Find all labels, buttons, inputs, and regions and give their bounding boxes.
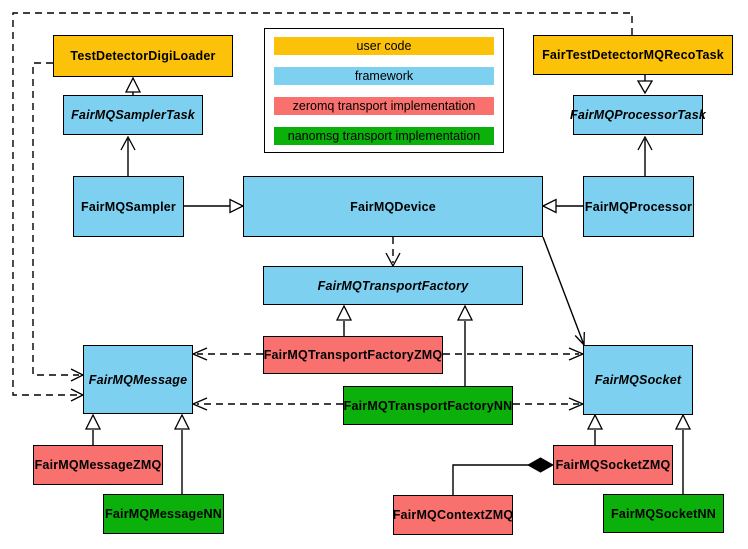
node-fairmqdevice: FairMQDevice	[243, 176, 543, 237]
node-fairmqsamplertask: FairMQSamplerTask	[63, 95, 203, 135]
node-fairtestdetectormqrecotask: FairTestDetectorMQRecoTask	[533, 35, 733, 75]
edge-contextzmq-socketzmq-composition	[452, 457, 555, 495]
edge-messagezmq-message-generalization	[84, 413, 102, 445]
edge-device-socket-association	[542, 236, 585, 347]
legend-item-nanomsg-transport: nanomsg transport implementation	[274, 127, 494, 145]
node-fairmqsampler: FairMQSampler	[73, 176, 184, 237]
edge-transportfactoryzmq-message-dependency	[191, 347, 263, 361]
node-fairmqsocket: FairMQSocket	[583, 345, 693, 415]
edge-messagenn-message-generalization	[173, 413, 191, 494]
edge-samplertask-digiloader-generalization	[124, 76, 142, 95]
edge-processor-device-generalization	[541, 198, 583, 214]
edge-transportfactoryzmq-socket-dependency	[443, 347, 585, 361]
legend-item-user-code: user code	[274, 37, 494, 55]
node-fairmqprocessortask: FairMQProcessorTask	[570, 95, 706, 135]
node-fairmqtransportfactory: FairMQTransportFactory	[263, 266, 523, 305]
node-testdetectordigiloader: TestDetectorDigiLoader	[53, 35, 233, 77]
legend-item-framework: framework	[274, 67, 494, 85]
node-fairmqmessagezmq: FairMQMessageZMQ	[33, 445, 163, 485]
edge-socketzmq-socket-generalization	[586, 413, 604, 445]
legend-item-zeromq-transport: zeromq transport implementation	[274, 97, 494, 115]
edge-sampler-samplertask-arrow	[120, 135, 136, 176]
edge-transportfactorynn-socket-dependency	[513, 397, 585, 411]
node-fairmqsocketzmq: FairMQSocketZMQ	[553, 445, 673, 485]
edge-device-transportfactory-dependency	[385, 237, 401, 268]
edge-socketnn-socket-generalization	[674, 413, 692, 494]
edge-transportfactoryzmq-transportfactory-generalization	[335, 304, 353, 336]
node-fairmqcontextzmq: FairMQContextZMQ	[393, 495, 513, 535]
node-fairmqtransportfactorynn: FairMQTransportFactoryNN	[343, 386, 513, 425]
node-fairmqsocketnn: FairMQSocketNN	[603, 494, 724, 533]
node-fairmqtransportfactoryzmq: FairMQTransportFactoryZMQ	[263, 336, 443, 374]
node-fairmqprocessor: FairMQProcessor	[583, 176, 694, 237]
edge-transportfactorynn-transportfactory-generalization	[456, 304, 474, 386]
edge-processor-processortask-arrow	[637, 135, 653, 176]
edge-recotask-processortask-generalization	[636, 75, 654, 95]
edge-sampler-device-generalization	[184, 198, 245, 214]
edge-transportfactorynn-message-dependency	[191, 397, 343, 411]
node-fairmqmessage: FairMQMessage	[83, 345, 193, 414]
node-fairmqmessagenn: FairMQMessageNN	[103, 494, 224, 534]
legend: user code framework zeromq transport imp…	[264, 28, 504, 153]
